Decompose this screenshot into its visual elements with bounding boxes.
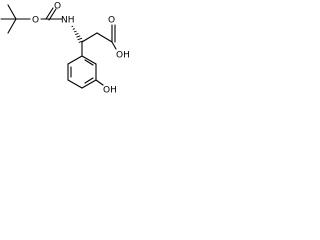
bond-tbu-methyl-bottom <box>7 18 17 34</box>
label-phenol-hydroxyl: OH <box>103 86 117 96</box>
label-acid-hydroxyl: OH <box>116 51 130 61</box>
label-acid-carbonyl-oxygen: O <box>108 16 115 26</box>
bond-chiral-carbon-to-ch2 <box>81 32 98 43</box>
benzene-ring <box>67 55 97 89</box>
bond-ring-to-phenol-oxygen <box>95 79 104 86</box>
label-amine-nh: NH <box>61 16 75 26</box>
bond-carbonyl-double-a <box>45 7 54 20</box>
bond-carbonyl-double-b <box>48 8 57 21</box>
label-carbonyl-oxygen: O <box>54 2 61 12</box>
chemical-structure-drawing: O O NH O OH OH <box>0 2 130 96</box>
bond-acid-carbon-to-hydroxyl <box>111 41 117 50</box>
bond-ch2-to-acid-carbon <box>96 32 113 43</box>
label-ester-oxygen: O <box>32 16 39 26</box>
bond-tbu-methyl-top <box>7 4 17 20</box>
stereo-hashed-bond <box>71 25 84 43</box>
